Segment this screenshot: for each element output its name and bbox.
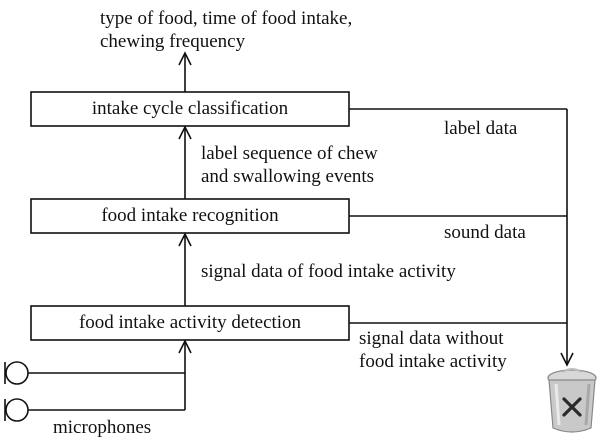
side-label-sound-data: sound data xyxy=(444,222,526,243)
arrow-recognition-to-classification xyxy=(178,125,192,199)
arrow-microphones-to-detection xyxy=(178,339,192,410)
edge-label-sequence-line2: and swallowing events xyxy=(201,166,375,187)
microphone-wires xyxy=(28,372,185,411)
arrow-detection-to-recognition xyxy=(178,232,192,306)
side-label-label-data: label data xyxy=(444,118,518,139)
microphone-icon xyxy=(4,361,29,385)
detection-box xyxy=(30,305,350,341)
classification-box xyxy=(30,91,350,127)
microphone-icon xyxy=(4,398,29,422)
side-label-signal-without-line2: food intake activity xyxy=(359,351,507,372)
recognition-box-label: food intake recognition xyxy=(101,205,279,226)
side-label-signal-without-line1: signal data without xyxy=(359,328,504,349)
close-icon xyxy=(562,397,582,417)
trash-can-icon xyxy=(547,368,597,433)
edge-label-sequence-line1: label sequence of chew xyxy=(201,143,378,164)
microphones-label: microphones xyxy=(53,417,152,438)
classification-box-label: intake cycle classification xyxy=(91,98,289,119)
edge-label-signal-activity: signal data of food intake activity xyxy=(201,261,456,282)
recognition-box xyxy=(30,198,350,234)
output-label-line2: chewing frequency xyxy=(100,31,246,52)
arrow-to-output xyxy=(178,51,192,92)
discard-lines xyxy=(349,108,574,367)
detection-box-label: food intake activity detection xyxy=(78,312,302,333)
output-label-line1: type of food, time of food intake, xyxy=(100,8,353,29)
